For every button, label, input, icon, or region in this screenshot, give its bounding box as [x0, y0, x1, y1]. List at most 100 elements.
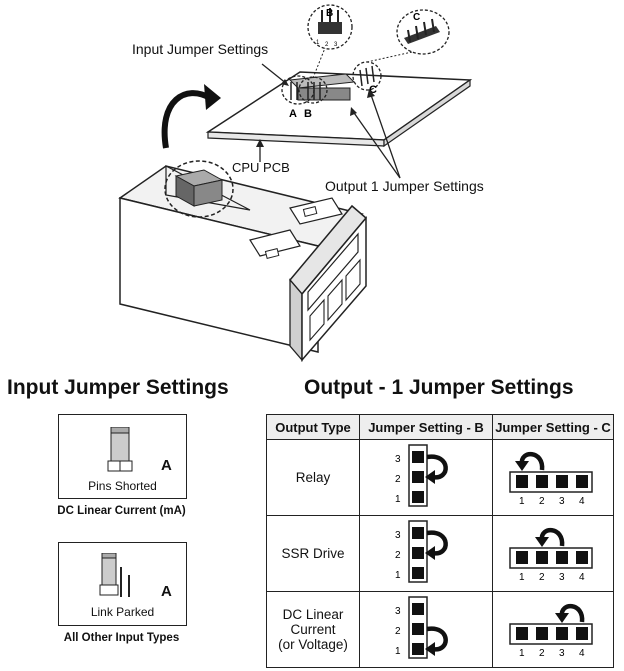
- link-parked-label: Link Parked: [90, 605, 155, 619]
- pin-number: 3: [395, 606, 401, 617]
- jumper-link-arrow: [559, 604, 585, 623]
- insert-arrow: [161, 90, 212, 149]
- pin-number: 2: [395, 626, 401, 637]
- row-dc-linear-type: DC Linear Current (or Voltage): [266, 591, 360, 668]
- cpu-pcb-board: [205, 71, 473, 148]
- table-row: SSR Drive 3 2 1 1 2 3 4: [266, 515, 614, 592]
- pin-number: 1: [395, 494, 401, 505]
- magnified-c-letter: C: [413, 12, 420, 23]
- pin-square: [576, 627, 588, 640]
- jumper-c-diagram: 1 2 3 4: [509, 528, 593, 583]
- link-parked-letter: A: [161, 583, 172, 600]
- column-header-jumper-b: Jumper Setting - B: [359, 414, 493, 440]
- pin-square: [576, 551, 588, 564]
- pin-number: 3: [559, 496, 565, 507]
- row-ssr-b: 3 2 1: [359, 515, 493, 592]
- row-relay-b: 3 2 1: [359, 439, 493, 516]
- pins-shorted-label: Pins Shorted: [88, 479, 157, 493]
- pin-square: [516, 475, 528, 488]
- table-header-row: Output Type Jumper Setting - B Jumper Se…: [266, 414, 614, 440]
- column-header-jumper-c: Jumper Setting - C: [492, 414, 614, 440]
- jumper-c-diagram: 1 2 3 4: [509, 452, 593, 507]
- housing-relay-block: [174, 169, 224, 207]
- pin-square: [412, 547, 424, 559]
- link-parked-card: A Link Parked: [58, 542, 187, 626]
- pin-number: 4: [579, 648, 585, 659]
- pin-number: 1: [395, 570, 401, 581]
- pin-number: 1: [395, 646, 401, 657]
- output-jumper-table: Output Type Jumper Setting - B Jumper Se…: [266, 414, 614, 668]
- column-header-output-type: Output Type: [266, 414, 360, 440]
- callout-input-jumper-settings: Input Jumper Settings: [132, 41, 269, 57]
- jumper-b-diagram: 3 2 1: [395, 444, 448, 507]
- all-other-input-types-caption: All Other Input Types: [63, 632, 180, 644]
- magnified-b-letter: B: [326, 8, 333, 19]
- letter-b-label: B: [304, 108, 312, 120]
- pin-number: 3: [559, 572, 565, 583]
- row-relay-type: Relay: [266, 439, 360, 516]
- jumper-b-diagram: 3 2 1: [395, 520, 448, 583]
- pin-square: [536, 627, 548, 640]
- pins-shorted-letter: A: [161, 457, 172, 474]
- pin-square: [412, 451, 424, 463]
- pin-square: [516, 551, 528, 564]
- pin-number: 2: [395, 474, 401, 485]
- pins-shorted-card: A Pins Shorted: [58, 414, 187, 499]
- callout-cpu-pcb: CPU PCB: [232, 160, 290, 175]
- pin-number: 2: [539, 572, 545, 583]
- jumper-link-arrow: [426, 530, 448, 556]
- arrow-head: [555, 613, 569, 623]
- jumper-link-arrow: [426, 454, 448, 480]
- jumper-b-diagram: 3 2 1: [395, 596, 448, 659]
- jumper-link-arrow: [426, 626, 448, 652]
- pin-square: [556, 627, 568, 640]
- pin-number: 1: [519, 572, 525, 583]
- controller-assembly-diagram: A B C B 1 2 3 C: [118, 4, 473, 363]
- pin-square: [412, 471, 424, 483]
- pin-number: 3: [395, 530, 401, 541]
- svg-text:1: 1: [316, 40, 320, 46]
- pin-number: 2: [539, 496, 545, 507]
- pin-number: 4: [579, 572, 585, 583]
- pin-number: 4: [579, 496, 585, 507]
- pin-square: [412, 491, 424, 503]
- table-row: DC Linear Current (or Voltage) 3 2 1 1 2 3 4: [266, 591, 614, 668]
- pin-square: [412, 643, 424, 655]
- pin-number: 2: [539, 648, 545, 659]
- pin-number: 1: [519, 496, 525, 507]
- pin-number: 3: [395, 454, 401, 465]
- jumper-b-marker: [298, 76, 328, 104]
- jumper-link-arrow: [539, 528, 565, 547]
- dc-linear-current-caption: DC Linear Current (mA): [57, 505, 186, 517]
- arrow-head: [425, 470, 435, 484]
- letter-c-label: C: [369, 84, 377, 96]
- row-ssr-type: SSR Drive: [266, 515, 360, 592]
- arrow-head: [425, 642, 435, 656]
- pin-square: [516, 627, 528, 640]
- magnified-jumper-c: C: [396, 9, 450, 55]
- row-dc-linear-b: 3 2 1: [359, 591, 493, 668]
- pin-square: [412, 567, 424, 579]
- svg-text:3: 3: [334, 42, 338, 48]
- svg-text:2: 2: [325, 42, 329, 48]
- pin-square: [412, 623, 424, 635]
- pin-number: 3: [559, 648, 565, 659]
- pin-number: 2: [395, 550, 401, 561]
- letter-a-label: A: [289, 108, 297, 120]
- pin-square: [412, 603, 424, 615]
- pin-square: [536, 551, 548, 564]
- pcb-position-marker: [164, 160, 234, 218]
- output-settings-heading: Output - 1 Jumper Settings: [304, 376, 574, 399]
- arrow-head: [515, 461, 529, 471]
- arrow-head: [425, 546, 435, 560]
- table-row: Relay 3 2 1 1 2 3 4: [266, 439, 614, 516]
- shorted-jumper-icon: [107, 427, 133, 472]
- pin-square: [412, 527, 424, 539]
- pin-square: [536, 475, 548, 488]
- controller-housing: [118, 165, 368, 363]
- arrow-head: [535, 537, 549, 547]
- magnified-jumper-b: B 1 2 3: [307, 4, 353, 50]
- pin-square: [556, 551, 568, 564]
